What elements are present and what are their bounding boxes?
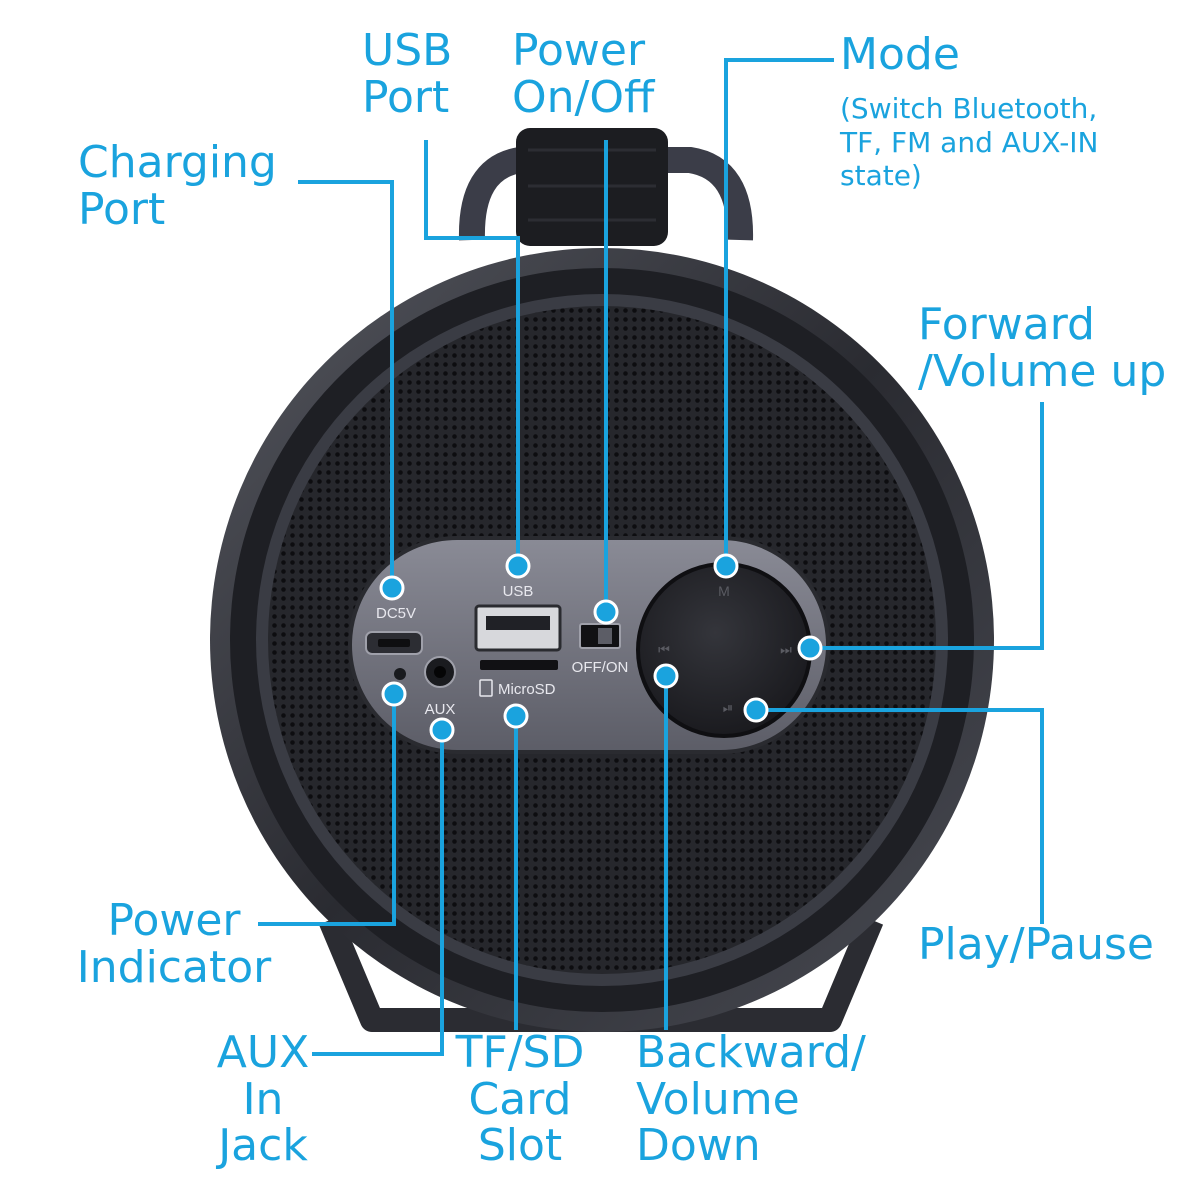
mode-leader (724, 58, 834, 566)
forward-leader (810, 402, 1044, 650)
led-indicator-icon (394, 668, 406, 680)
off-on-text: OFF/ON (572, 659, 629, 676)
indicator-leader (258, 694, 396, 926)
dial-next-mark: ⏭ (780, 643, 792, 658)
charging-port-label: Charging Port (78, 137, 277, 235)
usb-leader (424, 140, 520, 566)
microsd-slot-icon[interactable] (480, 660, 558, 670)
callout-lines (258, 58, 1044, 1056)
dial-mode-mark: M (718, 583, 730, 599)
aux-panel-text: AUX (425, 701, 456, 718)
aux-leader (312, 730, 444, 1056)
play-pause-label: Play/Pause (918, 919, 1154, 970)
forward-label: Forward /Volume up (918, 299, 1167, 397)
usb-port-label: USB Port (362, 25, 453, 123)
callout-dot-icon (379, 553, 823, 743)
power-indicator-label: Power Indicator (76, 895, 272, 993)
power-onoff-label: Power On/Off (512, 25, 655, 123)
play-leader (756, 708, 1044, 924)
usb-text: USB (503, 583, 534, 600)
dial-prev-mark: ⏮ (658, 643, 670, 658)
microsd-text: MicroSD (498, 681, 556, 698)
aux-in-jack-label: AUX In Jack (216, 1027, 310, 1172)
mode-title-label: Mode (840, 29, 960, 80)
backward-volume-down-label: Backward/ Volume Down (636, 1027, 866, 1172)
charging-leader (298, 180, 394, 588)
dial-play-mark: ⏯ (723, 701, 733, 716)
dc5v-text: DC5V (376, 605, 416, 622)
tf-sd-card-slot-label: TF/SD Card Slot (455, 1027, 585, 1172)
control-panel: M ⏮ ⏭ ⏯ DC5V USB OFF/ON AUX (348, 536, 830, 754)
mode-description: (Switch Bluetooth, TF, FM and AUX-IN sta… (840, 92, 1099, 193)
